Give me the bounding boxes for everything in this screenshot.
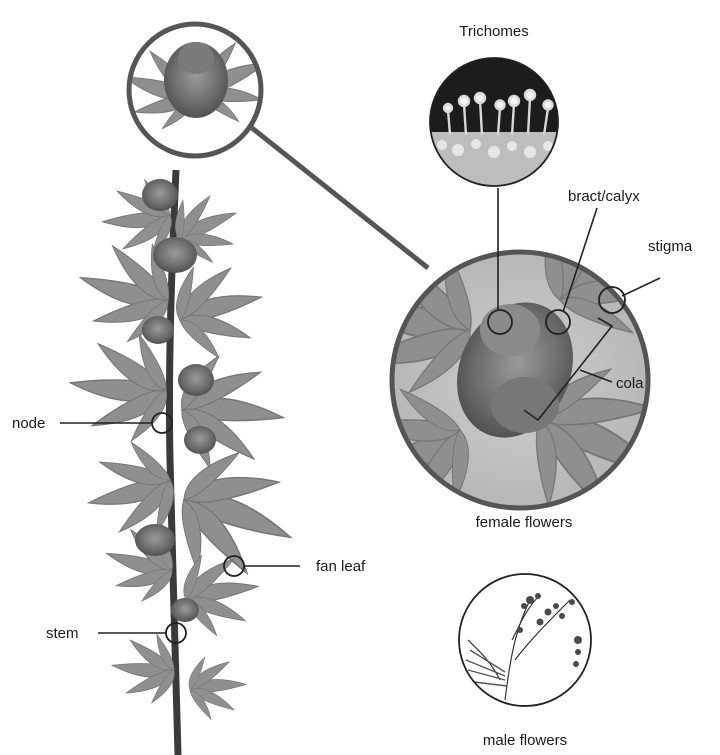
- label-node: node: [12, 415, 45, 432]
- label-trichomes: Trichomes: [459, 23, 528, 40]
- label-stem: stem: [46, 625, 79, 642]
- label-female-flowers: female flowers: [476, 514, 573, 531]
- label-stigma: stigma: [648, 238, 693, 255]
- top-cola-magnifier: [111, 24, 282, 156]
- label-fan-leaf: fan leaf: [316, 558, 366, 575]
- magnifier-connector-line: [252, 128, 428, 268]
- label-bract-calyx: bract/calyx: [568, 188, 640, 205]
- label-cola: cola: [616, 375, 644, 392]
- female-flowers-magnifier: [315, 173, 701, 554]
- trichomes-magnifier: [430, 58, 558, 192]
- male-flowers-magnifier: [459, 574, 591, 706]
- plant-illustration: [62, 170, 315, 755]
- label-male-flowers: male flowers: [483, 732, 567, 749]
